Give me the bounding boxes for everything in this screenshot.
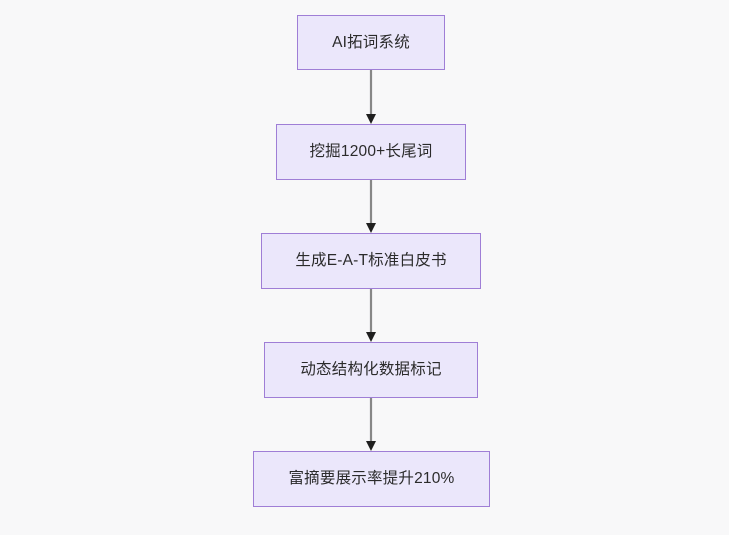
flow-node-label: AI拓词系统 [332,33,410,51]
flow-node-label: 生成E-A-T标准白皮书 [295,252,447,270]
flow-node-ai-keyword-system[interactable]: AI拓词系统 [297,15,445,70]
flow-node-label: 动态结构化数据标记 [300,361,442,379]
flow-node-mine-longtail-keywords[interactable]: 挖掘1200+长尾词 [276,124,466,180]
flow-node-label: 挖掘1200+长尾词 [309,143,433,161]
flow-node-label: 富摘要展示率提升210% [288,470,455,488]
connector-node3-to-node4 [363,289,379,342]
connector-node2-to-node3 [363,180,379,233]
connector-node1-to-node2 [363,70,379,124]
flow-node-rich-snippet-impression-uplift[interactable]: 富摘要展示率提升210% [253,451,490,507]
connector-node4-to-node5 [363,398,379,451]
flow-node-dynamic-structured-data-markup[interactable]: 动态结构化数据标记 [264,342,478,398]
flow-node-generate-eat-whitepaper[interactable]: 生成E-A-T标准白皮书 [261,233,481,289]
